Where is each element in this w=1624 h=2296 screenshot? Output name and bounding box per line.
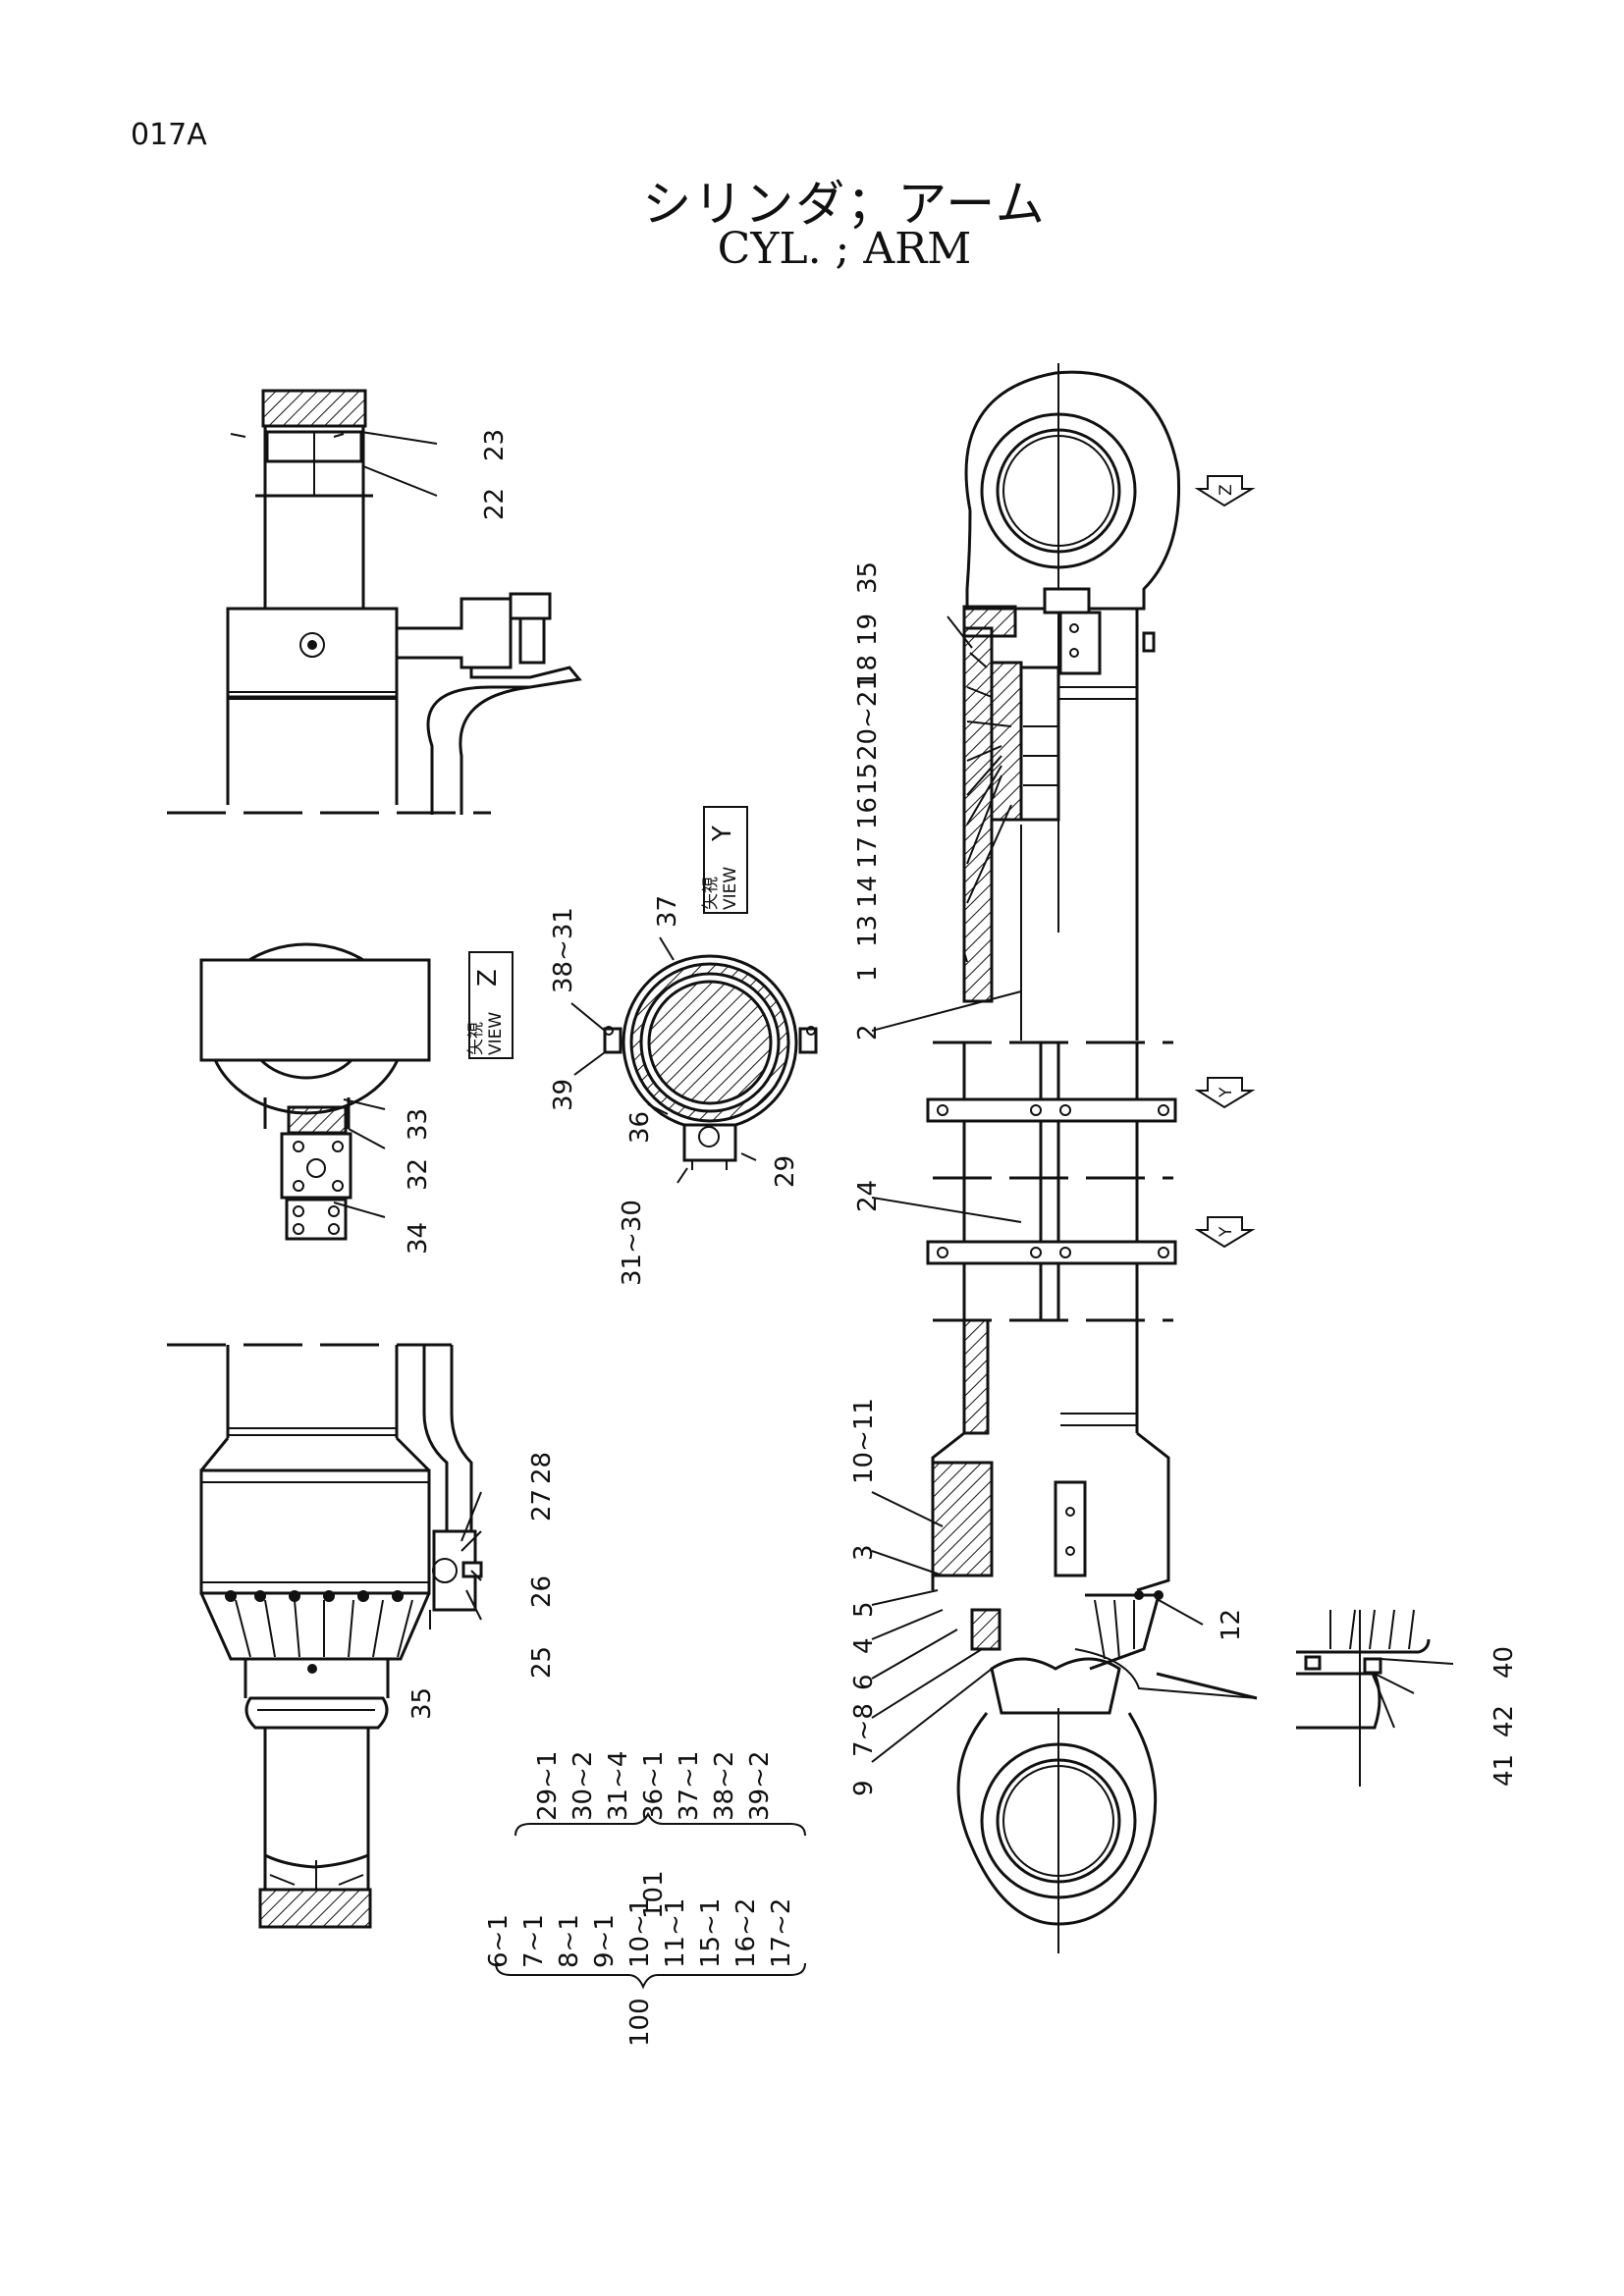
kit-101-item: 31~4 bbox=[604, 1751, 633, 1821]
callout-41: 41 bbox=[1489, 1754, 1519, 1787]
arrow-z-marker: Z bbox=[1194, 475, 1256, 507]
callout-33: 33 bbox=[404, 1108, 433, 1141]
detail-40-42 bbox=[1296, 1609, 1431, 1787]
kit-101-label: 101 bbox=[639, 1870, 669, 1919]
callout-35-bottom: 35 bbox=[407, 1687, 437, 1720]
kit-101-item: 36~1 bbox=[639, 1751, 669, 1821]
callout-34: 34 bbox=[404, 1222, 433, 1255]
callout-7-8: 7~8 bbox=[849, 1703, 879, 1757]
callout-25: 25 bbox=[527, 1646, 557, 1679]
kit-100-item: 7~1 bbox=[519, 1914, 549, 1968]
callout-labels: 23 22 38~31 37 39 36 29 31~30 33 32 34 3… bbox=[404, 429, 1519, 1796]
kit-101-item: 30~2 bbox=[568, 1751, 598, 1821]
kit-100-item: 17~2 bbox=[767, 1898, 796, 1968]
callout-23: 23 bbox=[480, 429, 510, 461]
main-cylinder bbox=[926, 363, 1258, 1953]
page-id: 017A bbox=[131, 118, 207, 152]
callout-42: 42 bbox=[1489, 1705, 1519, 1737]
view-y-marker: 矢視 VIEW Y bbox=[701, 806, 748, 914]
callout-12: 12 bbox=[1217, 1609, 1246, 1641]
kit-100-brace bbox=[495, 1962, 806, 1990]
svg-text:Z: Z bbox=[1217, 484, 1236, 496]
callout-31-30: 31~30 bbox=[618, 1200, 647, 1286]
callout-1: 1 bbox=[853, 965, 883, 982]
kit-100-item: 16~2 bbox=[731, 1898, 761, 1968]
callout-4: 4 bbox=[849, 1637, 879, 1654]
callout-37: 37 bbox=[653, 895, 682, 928]
callout-32: 32 bbox=[404, 1158, 433, 1191]
svg-text:矢視: 矢視 bbox=[466, 1022, 486, 1055]
kit-101-brace bbox=[514, 1811, 806, 1837]
svg-text:VIEW: VIEW bbox=[486, 1012, 506, 1055]
callout-19: 19 bbox=[853, 614, 883, 646]
callout-38-31: 38~31 bbox=[549, 907, 578, 993]
svg-text:Y: Y bbox=[1217, 1087, 1236, 1098]
callout-35-top: 35 bbox=[853, 561, 883, 594]
callout-10-11: 10~11 bbox=[849, 1398, 879, 1484]
callout-5: 5 bbox=[849, 1601, 879, 1618]
callout-28: 28 bbox=[527, 1452, 557, 1484]
kit-101-item: 38~2 bbox=[710, 1751, 739, 1821]
callout-27: 27 bbox=[527, 1489, 557, 1522]
svg-text:Z: Z bbox=[473, 969, 503, 987]
callout-20-21: 20~21 bbox=[853, 674, 883, 761]
svg-text:Y: Y bbox=[708, 826, 737, 842]
title-japanese: シリンダ；アーム bbox=[642, 176, 1047, 233]
kit-101-list: 29~1 30~2 31~4 36~1 37~1 38~2 39~2 101 bbox=[533, 1751, 775, 1919]
callout-36: 36 bbox=[625, 1111, 655, 1144]
callout-40: 40 bbox=[1489, 1646, 1519, 1679]
callout-14: 14 bbox=[853, 876, 883, 908]
callout-39: 39 bbox=[549, 1079, 578, 1111]
svg-text:Y: Y bbox=[1217, 1226, 1236, 1238]
callout-9: 9 bbox=[849, 1780, 879, 1796]
callout-16: 16 bbox=[853, 797, 883, 829]
leader-lines bbox=[333, 431, 1454, 1763]
callout-15: 15 bbox=[853, 763, 883, 795]
kit-100-item: 6~1 bbox=[484, 1914, 514, 1968]
kit-101-item: 39~2 bbox=[745, 1751, 775, 1821]
bottom-left-view bbox=[167, 1343, 483, 1929]
callout-26: 26 bbox=[527, 1575, 557, 1608]
callout-29: 29 bbox=[771, 1155, 800, 1188]
view-y-drawing bbox=[603, 954, 818, 1170]
callout-24: 24 bbox=[853, 1180, 883, 1212]
view-z-drawing bbox=[199, 942, 431, 1241]
kit-100-item: 9~1 bbox=[590, 1914, 620, 1968]
callout-17: 17 bbox=[853, 836, 883, 869]
title-english: CYL. ; ARM bbox=[717, 224, 972, 274]
callout-3: 3 bbox=[849, 1544, 879, 1561]
kit-101-item: 29~1 bbox=[533, 1751, 563, 1821]
view-z-marker: 矢視 VIEW Z bbox=[466, 951, 514, 1059]
callout-13: 13 bbox=[853, 915, 883, 947]
callout-2: 2 bbox=[853, 1024, 883, 1041]
kit-100-item: 11~1 bbox=[661, 1898, 690, 1968]
svg-text:矢視: 矢視 bbox=[701, 877, 721, 910]
kit-100-list: 6~1 7~1 8~1 9~1 10~1 11~1 15~1 16~2 17~2… bbox=[484, 1898, 796, 2047]
callout-22: 22 bbox=[480, 488, 510, 520]
kit-100-item: 10~1 bbox=[625, 1898, 655, 1968]
top-left-view bbox=[167, 389, 582, 815]
kit-101-item: 37~1 bbox=[675, 1751, 704, 1821]
svg-text:VIEW: VIEW bbox=[721, 867, 740, 910]
arrow-y-marker-lower: Y bbox=[1194, 1216, 1256, 1249]
callout-18: 18 bbox=[853, 655, 883, 687]
kit-100-item: 15~1 bbox=[696, 1898, 726, 1968]
arrow-y-marker-upper: Y bbox=[1194, 1077, 1256, 1109]
kit-100-item: 8~1 bbox=[555, 1914, 584, 1968]
callout-6: 6 bbox=[849, 1674, 879, 1690]
kit-100-label: 100 bbox=[625, 1998, 655, 2047]
